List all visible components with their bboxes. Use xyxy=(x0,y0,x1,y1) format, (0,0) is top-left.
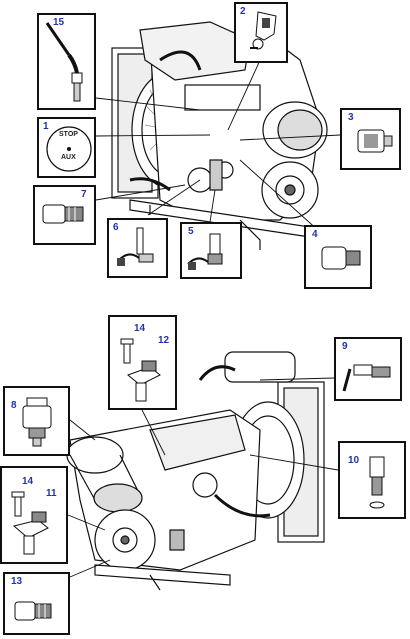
callout-10-box: 10 xyxy=(338,441,406,519)
callout-14-11-box: 14 11 xyxy=(0,466,68,564)
pressure-switch-icon xyxy=(357,129,393,153)
upper-leader-lines xyxy=(95,55,341,233)
map-sensor-icon xyxy=(250,11,277,50)
callout-number: 14 xyxy=(134,323,146,334)
upper-engine-illustration xyxy=(111,21,331,250)
callout-number: 7 xyxy=(81,189,87,200)
speed-sensor-icon xyxy=(120,338,161,402)
callout-number: 14 xyxy=(22,476,34,487)
callout-6-box: 6 xyxy=(107,218,168,278)
lower-engine-illustration xyxy=(66,351,325,591)
lower-leader-lines xyxy=(67,377,339,578)
speed-sensor-icon xyxy=(11,491,49,555)
aux-label: AUX xyxy=(61,154,76,161)
callout-8-box: 8 xyxy=(3,386,70,456)
callout-number: 3 xyxy=(348,112,354,123)
temperature-sensor-icon xyxy=(369,456,385,509)
callout-5-box: 5 xyxy=(180,222,242,279)
sensor-icon xyxy=(321,246,361,270)
temperature-probe-icon xyxy=(45,22,83,102)
callout-14-12-box: 14 12 xyxy=(108,315,177,410)
callout-number: 5 xyxy=(188,226,194,237)
dipstick-sensor-icon xyxy=(117,227,154,266)
callout-number: 2 xyxy=(240,6,246,17)
stop-label: STOP xyxy=(59,131,78,138)
callout-15-box: 15 xyxy=(37,13,96,110)
stop-aux-button-icon xyxy=(46,126,92,172)
oil-pressure-sensor-icon xyxy=(22,397,52,447)
callout-number: 10 xyxy=(348,455,360,466)
callout-13-box: 13 xyxy=(3,572,70,635)
callout-2-box: 2 xyxy=(234,2,288,63)
callout-number: 4 xyxy=(312,229,318,240)
callout-number: 9 xyxy=(342,341,348,352)
callout-number: 8 xyxy=(11,400,17,411)
water-sensor-icon xyxy=(342,364,391,392)
sensor-icon xyxy=(42,204,84,224)
callout-number: 13 xyxy=(11,576,23,587)
level-sensor-icon xyxy=(187,233,223,270)
callout-number: 12 xyxy=(158,335,170,346)
callout-number: 1 xyxy=(43,121,49,132)
callout-9-box: 9 xyxy=(334,337,402,401)
callout-number: 11 xyxy=(46,488,57,499)
callout-number: 6 xyxy=(113,222,119,233)
callout-3-box: 3 xyxy=(340,108,401,170)
callout-7-box: 7 xyxy=(33,185,96,245)
callout-number: 15 xyxy=(53,17,65,28)
callout-1-box: 1 STOP AUX xyxy=(37,117,96,178)
callout-4-box: 4 xyxy=(304,225,372,289)
temperature-sensor-icon xyxy=(14,601,52,621)
